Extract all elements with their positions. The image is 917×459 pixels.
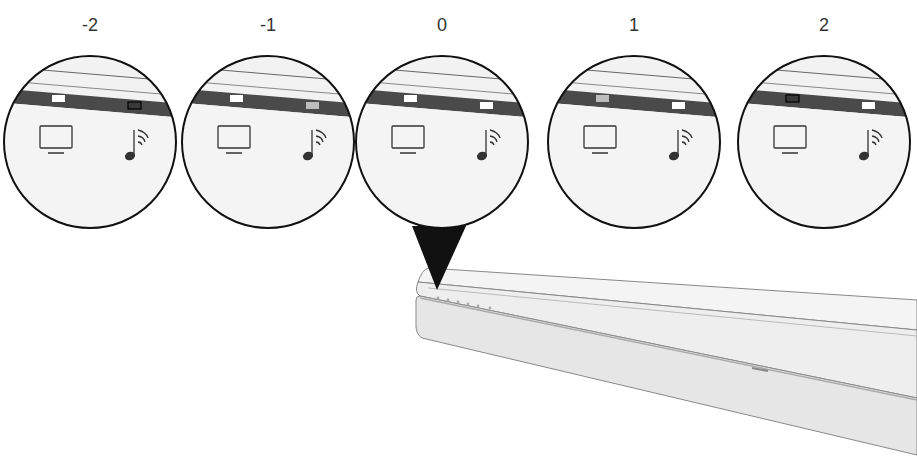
tv-icon <box>40 126 72 153</box>
drawing-part <box>677 130 678 155</box>
drawing-part <box>316 142 320 145</box>
drawing-part <box>872 136 879 142</box>
drawing-part <box>173 66 363 242</box>
drawing-part <box>226 152 242 153</box>
zoom-circle <box>173 56 363 242</box>
drawing-part <box>592 152 608 153</box>
drawing-part <box>539 102 729 242</box>
drawing-part <box>490 136 497 142</box>
indicator-light <box>672 102 685 109</box>
drawing-part <box>138 142 142 145</box>
zoom-circle <box>539 56 729 242</box>
drawing-part <box>4 56 176 228</box>
pointer <box>412 226 466 290</box>
drawing-part <box>347 66 537 242</box>
tv-icon <box>584 126 616 153</box>
drawing-part <box>0 66 185 242</box>
music-icon <box>477 130 500 161</box>
drawing-part <box>0 102 185 242</box>
drawing-part <box>392 126 424 148</box>
drawing-part <box>490 142 494 145</box>
drawing-part <box>548 56 720 228</box>
indicator-light <box>230 95 243 102</box>
drawing-part <box>133 130 134 155</box>
drawing-part <box>347 66 537 82</box>
indicator-light <box>596 95 609 102</box>
drawing-part <box>218 126 250 148</box>
indicator-light <box>404 95 417 102</box>
drawing-part <box>867 130 868 155</box>
zoom-circle <box>0 56 185 242</box>
drawing-part <box>311 130 312 155</box>
drawing-part <box>173 102 363 242</box>
drawing-part <box>182 56 354 228</box>
indicator-light <box>128 102 141 109</box>
music-icon <box>669 130 692 161</box>
drawing-part <box>872 142 876 145</box>
drawing-part <box>682 142 686 145</box>
drawing-part <box>347 102 537 242</box>
soundbar <box>416 268 917 455</box>
drawing-part <box>138 136 145 142</box>
drawing-part <box>173 66 363 82</box>
indicator-light <box>786 95 799 102</box>
drawing-part <box>539 66 729 242</box>
indicator-light <box>52 95 65 102</box>
music-icon <box>125 130 148 161</box>
tv-icon <box>392 126 424 153</box>
drawing-part <box>774 126 806 148</box>
drawing-part <box>48 152 64 153</box>
drawing-part <box>400 152 416 153</box>
drawing-part <box>0 66 185 82</box>
drawing-part <box>729 66 917 242</box>
drawing-part <box>729 66 917 82</box>
tv-icon <box>218 126 250 153</box>
indicator-light <box>862 102 875 109</box>
music-icon <box>303 130 326 161</box>
level-number: 1 <box>629 16 639 34</box>
drawing-part <box>584 126 616 148</box>
drawing-part <box>682 136 689 142</box>
drawing-part <box>485 130 486 155</box>
indicator-light <box>306 102 319 109</box>
indicator-light <box>480 102 493 109</box>
level-number: -2 <box>82 16 98 34</box>
level-number: 2 <box>819 16 829 34</box>
drawing-part <box>316 136 323 142</box>
drawing-part <box>40 126 72 148</box>
zoom-circle <box>729 56 917 242</box>
drawing-part <box>356 56 528 228</box>
drawing-part <box>738 56 910 228</box>
drawing-part <box>539 66 729 82</box>
level-number: -1 <box>260 16 276 34</box>
level-number: 0 <box>437 16 447 34</box>
tv-icon <box>774 126 806 153</box>
music-icon <box>859 130 882 161</box>
drawing-part <box>729 102 917 242</box>
drawing-part <box>782 152 798 153</box>
zoom-circle <box>347 56 537 242</box>
